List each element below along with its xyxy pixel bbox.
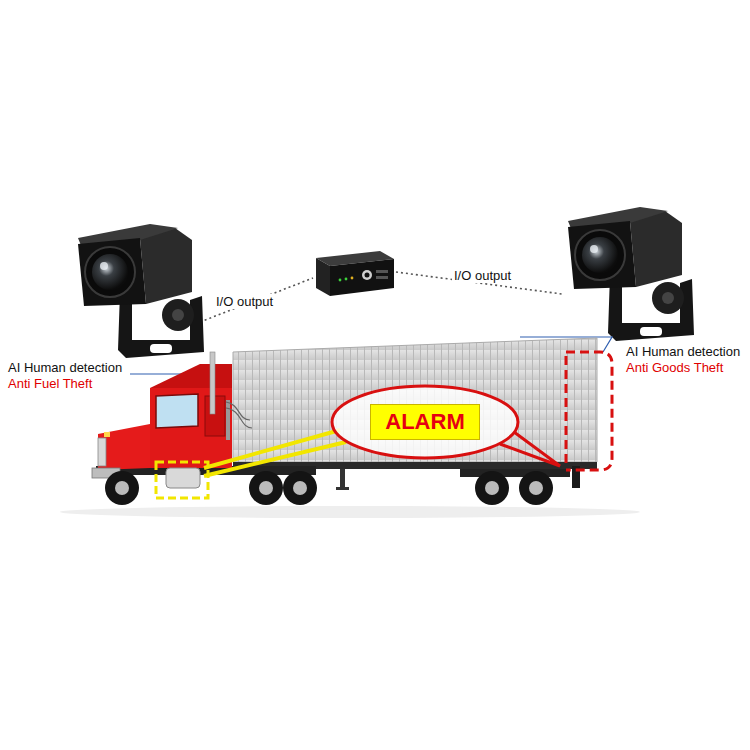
wheel: [249, 471, 283, 505]
wheel: [105, 471, 553, 505]
tractor: [156, 394, 198, 428]
tractor: [98, 424, 150, 470]
tractor: [166, 468, 200, 488]
alarm-pointer: [204, 442, 346, 476]
mdvr-unit: [362, 270, 372, 280]
trailer: [460, 469, 570, 477]
mdvr-unit: [351, 277, 354, 280]
tractor: [98, 438, 106, 466]
mdvr-unit: [376, 270, 388, 273]
mdvr-unit: [365, 273, 370, 278]
alarm-pointer: [156, 462, 208, 498]
trailer: [340, 469, 345, 489]
io-label: I/O output: [452, 268, 513, 283]
alarm-bubble: ALARM: [330, 384, 520, 460]
theft-label: Anti Goods Theft: [626, 360, 723, 375]
alarm-content: ALARM: [330, 384, 520, 460]
tractor: [226, 400, 230, 440]
mdvr-unit: [339, 279, 342, 282]
mdvr-unit: [376, 276, 388, 279]
mdvr-unit: [316, 258, 330, 296]
wheel: [259, 481, 273, 495]
alarm-ellipse-outline: [332, 386, 518, 458]
wheel: [529, 481, 543, 495]
theft-label: Anti Fuel Theft: [8, 376, 92, 391]
wheel: [485, 481, 499, 495]
ground-shadow: [60, 506, 640, 518]
wheel: [293, 481, 307, 495]
rear-door-bracket: [566, 352, 612, 470]
tractor: [150, 388, 232, 468]
wheel: [475, 471, 509, 505]
trailer: [336, 487, 349, 490]
right-camera: [568, 207, 694, 341]
io-label: I/O output: [214, 294, 275, 309]
mdvr-unit: [345, 278, 348, 281]
wheel: [115, 481, 129, 495]
tractor: [150, 364, 232, 388]
wheel: [283, 471, 317, 505]
mdvr-unit: [316, 251, 394, 296]
alarm-text: ALARM: [370, 404, 479, 440]
function-label: AI Human detection: [626, 344, 740, 359]
tractor: [226, 402, 250, 420]
tractor: [104, 432, 110, 437]
io-wire: [200, 278, 313, 322]
mdvr-unit: [330, 259, 394, 296]
left-camera: [78, 224, 204, 358]
function-label: AI Human detection: [8, 360, 122, 375]
wheel: [105, 471, 139, 505]
tractor: [210, 352, 215, 414]
tractor: [226, 408, 252, 428]
wheel: [519, 471, 553, 505]
